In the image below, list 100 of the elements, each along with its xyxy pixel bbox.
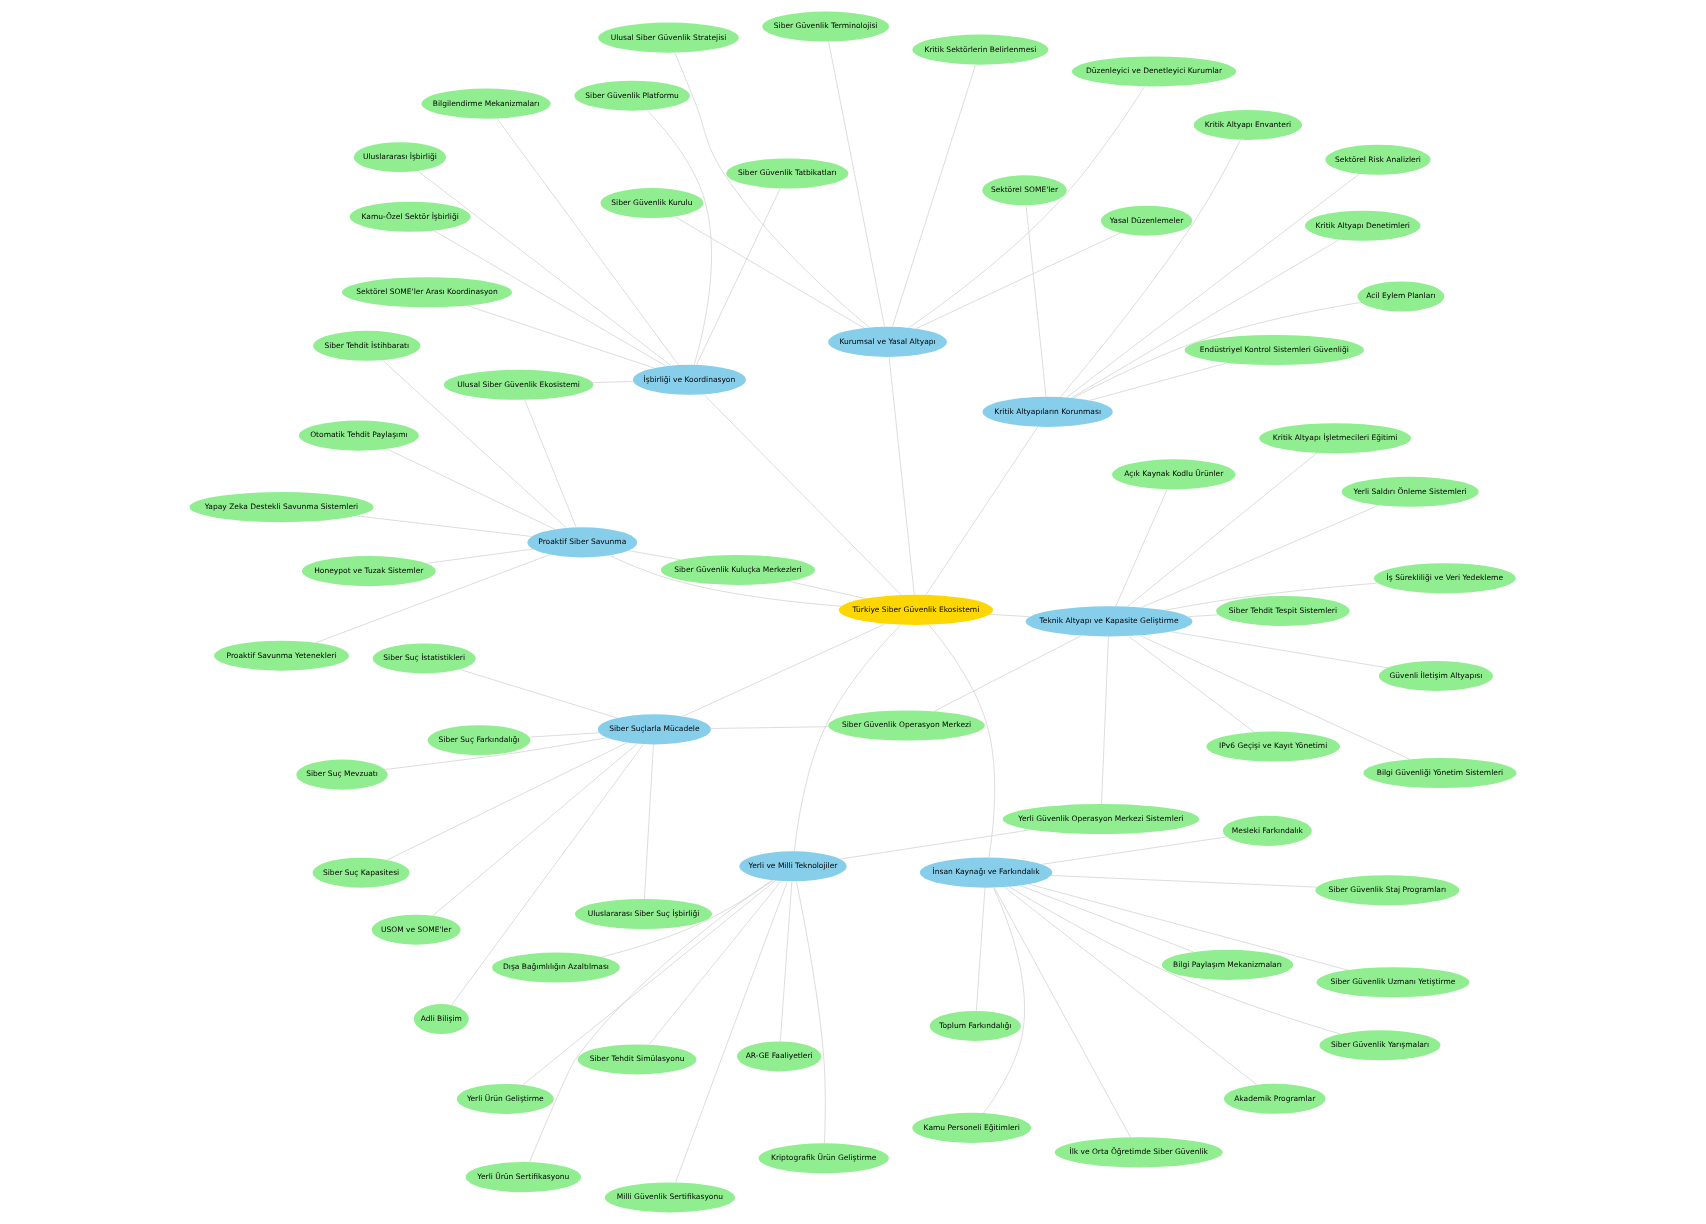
connector — [1128, 635, 1255, 733]
connector — [795, 881, 826, 1144]
connector — [601, 880, 774, 958]
connector — [459, 669, 618, 719]
connector — [382, 359, 567, 529]
connector — [1141, 504, 1380, 608]
connector — [892, 64, 976, 327]
connector — [888, 356, 915, 596]
node-ellipse: Toplum Farkındalığı — [929, 1010, 1021, 1041]
connector — [682, 623, 886, 717]
node-ellipse: Düzenleyici ve Denetleyici Kurumlar — [1071, 56, 1237, 87]
node-ellipse: Siber Suçlarla Mücadele — [597, 714, 711, 745]
node-ellipse: Bilgilendirme Mekanizmaları — [421, 88, 551, 119]
connector — [1089, 362, 1228, 401]
connector — [779, 881, 793, 1042]
connector — [989, 614, 1031, 618]
node-ellipse: Siber Güvenlik Operasyon Merkezi — [828, 710, 985, 741]
connector — [915, 232, 1121, 329]
node-ellipse: Bilgi Paylaşım Mekanizmaları — [1161, 949, 1294, 980]
node-ellipse: Proaktif Savunma Yetenekleri — [214, 640, 349, 671]
connector — [674, 216, 865, 329]
node-ellipse: Siber Suç Mevzuatı — [296, 759, 388, 790]
node-ellipse: Siber Güvenlik Kuluçka Merkezleri — [660, 554, 816, 585]
node-ellipse: Yasal Düzenlemeler — [1100, 205, 1193, 236]
node-ellipse: Ulusal Siber Güvenlik Stratejisi — [598, 22, 739, 53]
node-ellipse: Siber Güvenlik Terminolojisi — [762, 11, 889, 42]
node-ellipse: Siber Güvenlik Uzmanı Yetiştirme — [1316, 967, 1470, 998]
node-ellipse: İşbirliği ve Koordinasyon — [632, 364, 746, 395]
connector — [432, 743, 638, 917]
node-ellipse: Uluslararası İşbirliği — [353, 142, 447, 173]
connector — [828, 41, 885, 328]
node-ellipse: Kurumsal ve Yasal Altyapı — [828, 326, 947, 357]
node-ellipse: Siber Güvenlik Yarışmaları — [1319, 1030, 1441, 1061]
connector — [386, 742, 628, 861]
node-ellipse: Ulusal Siber Güvenlik Ekosistemi — [443, 369, 594, 400]
node-ellipse: Siber Suç Farkındalığı — [427, 725, 531, 756]
connector — [451, 744, 644, 1006]
node-ellipse: Kritik Altyapı İşletmecileri Eğitimi — [1259, 423, 1412, 454]
node-ellipse: Yerli Ürün Sertifikasyonu — [465, 1162, 582, 1193]
connector — [1041, 836, 1227, 865]
node-ellipse: Kritik Altyapı Denetimleri — [1305, 210, 1421, 241]
connector — [644, 744, 654, 900]
connector — [628, 550, 681, 561]
node-ellipse: Türkiye Siber Güvenlik Ekosistemi — [838, 594, 993, 625]
node-ellipse: Mesleki Farkındalık — [1222, 815, 1312, 846]
connector — [356, 515, 532, 537]
node-ellipse: IPv6 Geçişi ve Kayıt Yönetimi — [1206, 731, 1340, 762]
connector — [1050, 875, 1318, 888]
node-ellipse: Siber Güvenlik Tatbikatları — [726, 158, 849, 189]
node-ellipse: Adli Bilişim — [413, 1004, 469, 1035]
connector — [908, 86, 1145, 328]
connector — [794, 624, 901, 852]
node-ellipse: Bilgi Güvenliği Yönetim Sistemleri — [1363, 758, 1517, 789]
connector — [646, 110, 712, 365]
node-ellipse: Siber Tehdit Tespit Sistemleri — [1216, 595, 1350, 626]
node-ellipse: Yapay Zeka Destekli Savunma Sistemleri — [189, 492, 374, 523]
node-ellipse: Otomatik Tehdit Paylaşımı — [299, 420, 419, 451]
connector — [1028, 883, 1348, 971]
node-ellipse: Milli Güvenlik Sertifikasyonu — [604, 1182, 735, 1213]
node-ellipse: Sektörel Risk Analizleri — [1325, 144, 1431, 175]
node-ellipse: İlk ve Orta Öğretimde Siber Güvenlik — [1054, 1137, 1223, 1168]
connector — [426, 548, 534, 564]
connector — [1019, 885, 1194, 953]
node-ellipse: Güvenli İletişim Altyapısı — [1378, 660, 1493, 691]
connector — [466, 305, 655, 369]
node-ellipse: Honeypot ve Tuzak Sistemler — [301, 556, 436, 587]
connector — [788, 581, 866, 599]
node-ellipse: Siber Güvenlik Kurulu — [600, 188, 704, 219]
node-ellipse: Acil Eylem Planları — [1357, 281, 1445, 312]
node-ellipse: Teknik Altyapı ve Kapasite Geliştirme — [1025, 606, 1193, 637]
connector — [1115, 489, 1168, 607]
node-ellipse: Siber Suç Kapasitesi — [312, 857, 410, 888]
node-ellipse: Proaktif Siber Savunma — [527, 527, 638, 558]
connector — [1188, 614, 1219, 617]
connector — [839, 829, 1032, 860]
connector — [386, 448, 556, 530]
node-ellipse: Akademik Programlar — [1223, 1083, 1326, 1114]
connector — [524, 399, 577, 528]
connector — [417, 171, 672, 366]
node-ellipse: Sektörel SOME'ler — [982, 175, 1067, 206]
connector — [1008, 886, 1341, 1035]
node-ellipse: USOM ve SOME'ler — [371, 914, 461, 945]
connector — [529, 879, 773, 1163]
connector — [648, 880, 782, 1045]
node-ellipse: Siber Suç İstatistikleri — [372, 643, 476, 674]
connector — [983, 887, 1025, 1114]
connector — [674, 52, 870, 328]
connector — [675, 881, 788, 1183]
node-ellipse: Kamu-Özel Sektör İşbirliği — [349, 201, 471, 232]
connector — [433, 230, 667, 367]
node-ellipse: AR-GE Faaliyetleri — [737, 1041, 822, 1072]
node-ellipse: İş Sürekliliği ve Veri Yedekleme — [1374, 563, 1516, 594]
connector — [1025, 205, 1047, 397]
connector — [384, 737, 608, 770]
connector — [976, 887, 986, 1012]
node-ellipse: Yerli Ürün Geliştirme — [456, 1083, 554, 1114]
connector — [315, 554, 551, 644]
connector — [1170, 631, 1389, 669]
connector — [592, 381, 634, 383]
connector — [1127, 452, 1318, 607]
